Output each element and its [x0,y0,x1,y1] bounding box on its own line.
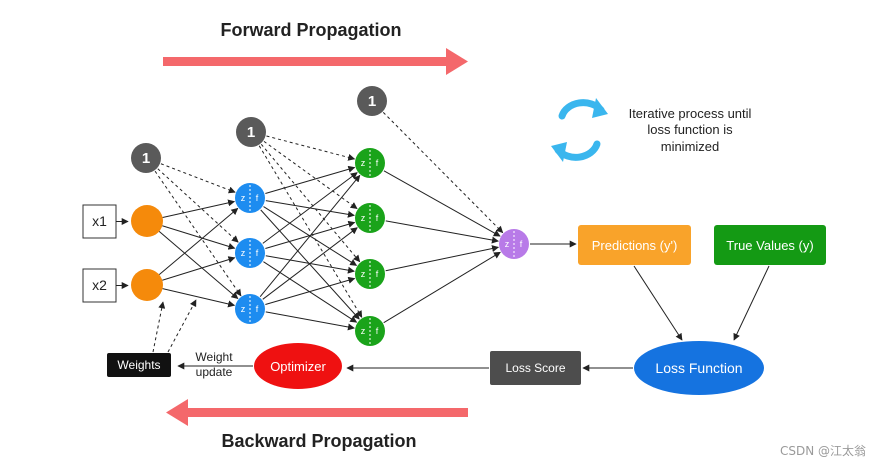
bias-node-2: 1 [236,117,266,147]
output-node: z f [499,229,529,259]
svg-text:f: f [376,158,379,168]
svg-text:z: z [241,193,246,203]
connection-line [385,220,499,244]
connection-line [162,199,236,219]
hidden2-node-3: z f [355,259,385,289]
hidden1-node-2: z f [235,238,265,268]
true-values-label: True Values (y) [726,238,813,253]
predictions-box: Predictions (y') [578,225,691,265]
bias-line [263,140,358,210]
bias-line [382,112,504,234]
input-x2-label: x2 [92,277,107,293]
weights-feedback-1 [152,301,166,353]
svg-text:f: f [256,193,259,203]
svg-text:1: 1 [142,150,150,167]
input-node-2 [131,269,163,301]
bias-node-3: 1 [357,86,387,116]
svg-text:f: f [376,213,379,223]
loss-score-box: Loss Score [490,351,581,385]
connection-line [385,245,500,272]
connection-line [262,227,358,300]
connection-line [260,209,360,320]
connection-line [158,231,239,300]
svg-text:f: f [376,269,379,279]
bias-line [266,135,356,161]
bias-connections [154,112,504,318]
svg-text:z: z [361,269,366,279]
iterative-note-line-3: minimized [661,139,720,154]
hidden1-node-3: z f [235,294,265,324]
svg-text:f: f [256,248,259,258]
predictions-to-loss-arrow [633,265,683,341]
weights-feedback-2 [167,299,197,353]
svg-text:z: z [361,213,366,223]
loss-score-label: Loss Score [505,361,565,375]
iterative-note-line-2: loss function is [647,122,733,137]
bias-line [260,143,361,263]
connection-line [158,207,239,276]
svg-text:z: z [361,326,366,336]
svg-text:z: z [505,239,510,249]
svg-text:z: z [241,304,246,314]
svg-text:z: z [241,248,246,258]
bias-line [160,163,236,194]
hidden2-node-2: z f [355,203,385,233]
weights-label: Weights [117,358,160,372]
svg-text:f: f [520,239,523,249]
connection-line [383,170,501,237]
svg-text:f: f [376,326,379,336]
bias-node-1: 1 [131,143,161,173]
input-node-1 [131,205,163,237]
forward-propagation-label: Forward Propagation [220,20,401,40]
connection-line [162,225,236,250]
connection-line [265,311,355,331]
optimizer-label: Optimizer [270,359,326,374]
connection-line [259,174,361,297]
forward-arrow [163,48,468,75]
optimizer-node: Optimizer [254,343,342,389]
input-x1-label: x1 [92,213,107,229]
watermark: CSDN @江太翁 [780,443,866,458]
input-x2: x2 [82,268,117,303]
weight-update-line-2: update [196,365,233,379]
iterative-note-line-1: Iterative process until [629,106,752,121]
svg-text:z: z [361,158,366,168]
backward-arrow [166,399,468,426]
connection-line [265,276,356,305]
connection-line [383,251,501,324]
connection-line [262,172,358,244]
bias-line [157,168,239,243]
predictions-label: Predictions (y') [592,238,678,253]
hidden2-node-4: z f [355,316,385,346]
input-x1: x1 [82,204,117,239]
bias-line [154,170,242,297]
hidden2-node-1: z f [355,148,385,178]
connection-line [162,256,236,281]
weights-box: Weights [107,353,171,377]
backward-propagation-label: Backward Propagation [221,431,416,451]
svg-text:f: f [256,304,259,314]
connection-line [162,288,236,308]
loss-function-label: Loss Function [655,360,742,376]
cycle-icon [551,98,608,162]
connection-line [265,165,356,195]
hidden1-node-1: z f [235,183,265,213]
weight-connections [158,165,501,331]
true-values-box: True Values (y) [714,225,826,265]
svg-text:1: 1 [247,124,255,141]
loss-function-node: Loss Function [634,341,764,395]
weight-update-line-1: Weight [195,350,233,364]
svg-text:1: 1 [368,93,376,110]
truevalues-to-loss-arrow [733,265,770,341]
